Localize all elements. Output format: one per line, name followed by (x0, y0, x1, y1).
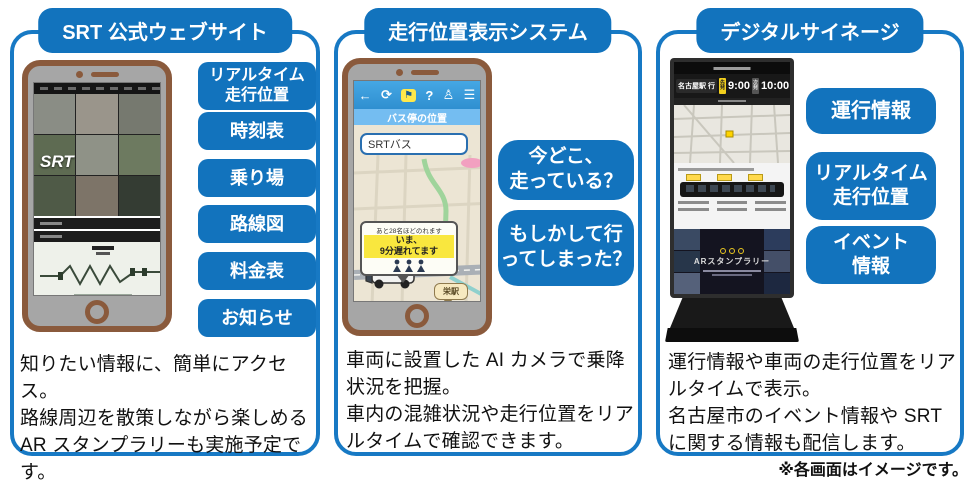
kiosk-info-textline (678, 168, 754, 171)
stamp-dots-icon (694, 247, 770, 254)
kiosk-base (665, 328, 799, 342)
pill-operation-info: 運行情報 (806, 88, 936, 134)
kiosk-legend-lines (678, 201, 787, 204)
home-button-icon (85, 300, 109, 324)
event-caption-line (711, 273, 752, 276)
kiosk-subheader-bar (674, 98, 790, 105)
panel-title-signage: デジタルサイネージ (696, 8, 924, 53)
srt-logo: SRT (40, 152, 74, 171)
refresh-icon: ⟳ (380, 87, 392, 102)
menu-icon: ☰ (463, 87, 476, 102)
pill-timetable: 時刻表 (198, 112, 316, 150)
footer-note: ※各画面はイメージです。 (778, 462, 968, 479)
user-icon: ♙ (442, 87, 455, 102)
panel-title-website: SRT 公式ウェブサイト (38, 8, 292, 53)
callout-capacity-text: あと28名ほどのれます (376, 228, 442, 235)
event-banner: ARスタンプラリー (693, 247, 771, 276)
kiosk-header-bar (674, 62, 790, 74)
pill-boarding-point: 乗り場 (198, 159, 316, 197)
station-bubble: 栄駅 (434, 283, 468, 301)
event-photo-thumbnails (674, 229, 700, 294)
website-screenshot: SRT (33, 82, 161, 296)
kiosk-event-panel: ARスタンプラリー (674, 229, 790, 294)
kiosk-stand (670, 298, 794, 328)
next-departure-badge: 次発 (752, 78, 760, 94)
website-menu-bar (34, 218, 160, 229)
kiosk-vehicle-panel (674, 163, 790, 229)
map-area: SRTバス あと28名ほどのれます いま、 9分遅れてます 栄駅 (354, 125, 480, 301)
camera-dot-icon (395, 68, 403, 76)
kiosk-frame: 名古屋駅 行 先発 9:00 次発 10:00 (670, 58, 794, 298)
phone-mockup-app: ← ⟳ ⚑ ? ♙ ☰ バス停の位置 (342, 58, 492, 336)
website-photo-grid: SRT (34, 94, 160, 216)
callout-tail (396, 273, 410, 283)
station-bubble-tail (443, 299, 453, 301)
help-icon: ? (425, 87, 434, 103)
back-icon: ← (358, 87, 372, 103)
app-page-title: バス停の位置 (354, 109, 480, 125)
panel-official-website: SRT 公式ウェブサイト SRT (10, 8, 320, 483)
vehicle-stop-tags (686, 174, 786, 181)
home-button-icon (405, 304, 429, 328)
panel-title-position-system: 走行位置表示システム (364, 8, 612, 53)
kiosk-screen: 名古屋駅 行 先発 9:00 次発 10:00 (674, 62, 790, 294)
pill-news: お知らせ (198, 299, 316, 337)
event-title: ARスタンプラリー (693, 256, 771, 266)
callout-delay-text: いま、 9分遅れてます (364, 235, 454, 258)
pill-event-info: イベント 情報 (806, 226, 936, 284)
bus-app-screenshot: ← ⟳ ⚑ ? ♙ ☰ バス停の位置 (353, 80, 481, 302)
next-departure-time: 10:00 (761, 80, 790, 92)
bus-stop-icon: ⚑ (401, 88, 417, 102)
kiosk-map-graphic (674, 104, 790, 164)
speaker-slit-icon (90, 71, 119, 77)
first-departure-time: 9:00 (727, 80, 750, 92)
vehicle-silhouette (680, 182, 784, 197)
bubble-where-now: 今どこ、 走っている？ (498, 140, 634, 200)
kiosk-departure-row: 名古屋駅 行 先発 9:00 次発 10:00 (674, 74, 790, 98)
speaker-slit-icon (410, 69, 439, 75)
pill-realtime-position: リアルタイム 走行位置 (198, 62, 316, 110)
website-menu-bar (34, 231, 160, 242)
bubble-already-gone: もしかして行 ってしまった？ (498, 210, 634, 286)
bus-stop-search-input: SRTバス (360, 133, 468, 155)
panel-position-system: 走行位置表示システム ← ⟳ ⚑ ? ♙ ☰ バス停の位置 (334, 8, 642, 456)
pill-fare-table: 料金表 (198, 252, 316, 290)
kiosk-legend-lines (678, 208, 787, 211)
panel-digital-signage: デジタルサイネージ 名古屋駅 行 先発 9:00 次発 10:00 (656, 8, 964, 456)
phone-mockup-website: SRT (22, 60, 172, 332)
camera-dot-icon (75, 70, 83, 78)
website-description: 知りたい情報に、簡単にアクセス。 路線周辺を散策しながら楽しめる AR スタンプ… (20, 354, 309, 483)
position-system-description: 車両に設置した AI カメラで乗降状況を把握。 車内の混雑状況や走行位置をリアル… (346, 350, 635, 452)
passengers-icon (393, 259, 425, 272)
phone-top-bezel (348, 64, 486, 80)
event-photo-thumbnails (764, 229, 790, 294)
pill-realtime-position: リアルタイム 走行位置 (806, 152, 936, 220)
route-diagram-graphic (40, 246, 160, 295)
website-route-diagram (34, 242, 160, 295)
app-toolbar: ← ⟳ ⚑ ? ♙ ☰ (354, 81, 480, 109)
signage-kiosk: 名古屋駅 行 先発 9:00 次発 10:00 (665, 58, 799, 342)
pill-route-map: 路線図 (198, 205, 316, 243)
bus-status-callout: あと28名ほどのれます いま、 9分遅れてます (360, 221, 458, 283)
website-navbar (34, 83, 160, 94)
first-departure-badge: 先発 (718, 78, 726, 94)
phone-top-bezel (28, 66, 166, 82)
destination-label: 名古屋駅 行 (676, 79, 717, 93)
signage-description: 運行情報や車両の走行位置をリアルタイムで表示。 名古屋市のイベント情報や SRT… (668, 352, 957, 454)
event-caption-line (702, 269, 761, 272)
kiosk-map (674, 104, 790, 164)
